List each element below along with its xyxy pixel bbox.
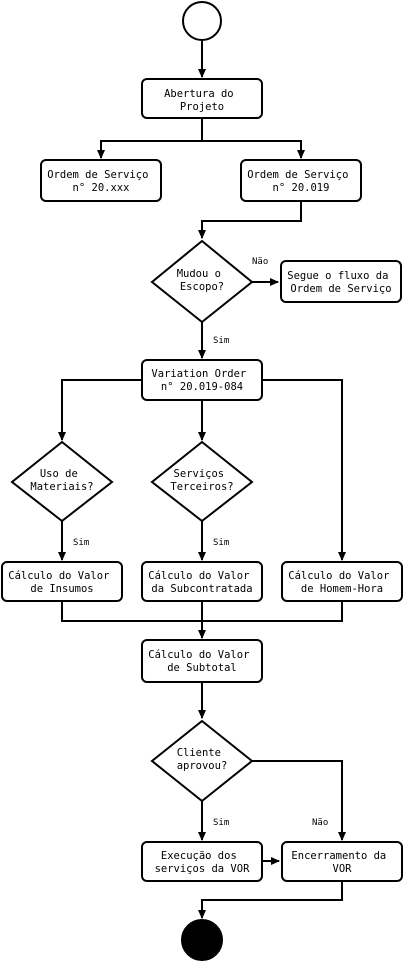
edge-homem-hora-to-subtotal <box>202 601 343 622</box>
label-aprovou-sim: Sim <box>213 818 229 828</box>
node-calc-subcontratada-line2: da Subcontratada <box>151 583 252 595</box>
node-calc-insumos-line1: Cálculo do Valor <box>8 570 109 582</box>
edge-abertura-to-os-019 <box>202 140 305 159</box>
node-variation-order-line1: Variation Order <box>151 368 246 380</box>
node-segue-fluxo-line1: Segue o fluxo da <box>287 270 388 282</box>
node-os-xxx: Ordem de Serviço n° 20.xxx <box>40 159 162 202</box>
label-materiais-sim: Sim <box>73 538 89 548</box>
edge-vo-to-homem-hora <box>262 379 346 561</box>
node-execucao: Execução dos serviços da VOR <box>141 841 263 882</box>
node-calc-homem-hora: Cálculo do Valor de Homem-Hora <box>281 561 403 602</box>
svg-text:Segue o fluxo da Ordem: Segue o fluxo da Ordem de Serviço <box>287 270 394 295</box>
node-os-019: Ordem de Serviço n° 20.019 <box>240 159 362 202</box>
edge-encerramento-to-end <box>198 882 343 919</box>
edge-os-019-to-mudou-escopo <box>198 201 302 239</box>
edge-labels: Não Sim Sim Sim Sim Não <box>70 254 333 828</box>
node-abertura-line1: Abertura do <box>164 88 234 100</box>
node-variation-order-line2: n° 20.019-084 <box>161 381 243 393</box>
svg-text:Cálculo do Valor de Su: Cálculo do Valor de Subtotal <box>148 649 255 674</box>
label-escopo-sim: Sim <box>213 336 229 346</box>
node-mudou-escopo-line2: Escopo? <box>180 281 224 293</box>
node-calc-subtotal-line1: Cálculo do Valor <box>148 649 249 661</box>
node-cliente-aprovou-line2: aprovou? <box>177 760 228 772</box>
node-servicos-terceiros: Serviços Terceiros? <box>150 440 254 523</box>
node-servicos-terceiros-line2: Terceiros? <box>170 481 233 493</box>
edge-aprovou-nao <box>252 760 346 841</box>
node-calc-insumos-line2: de Insumos <box>30 583 93 595</box>
label-escopo-nao: Não <box>252 257 268 267</box>
node-uso-materiais-line1: Uso de <box>40 468 78 480</box>
start-node <box>182 1 222 41</box>
edge-vo-to-uso-materiais <box>58 379 142 441</box>
svg-text:Abertura do Projeto: Abertura do Projeto <box>164 88 240 113</box>
node-execucao-line2: serviços da VOR <box>155 863 251 875</box>
node-calc-subcontratada-line1: Cálculo do Valor <box>148 570 249 582</box>
node-encerramento-line2: VOR <box>333 863 353 875</box>
node-segue-fluxo-line2: Ordem de Serviço <box>290 283 391 295</box>
node-uso-materiais: Uso de Materiais? <box>10 440 114 523</box>
nodes: Abertura do Projeto Ordem de Serviço n° … <box>1 1 403 961</box>
node-calc-subcontratada: Cálculo do Valor da Subcontratada <box>141 561 263 602</box>
node-os-xxx-line2: n° 20.xxx <box>73 182 130 194</box>
node-segue-fluxo: Segue o fluxo da Ordem de Serviço <box>280 260 402 303</box>
label-aprovou-nao: Não <box>312 818 328 828</box>
node-os-019-line2: n° 20.019 <box>273 182 330 194</box>
edges <box>58 41 346 919</box>
edge-insumos-to-subtotal <box>61 601 202 622</box>
svg-text:Cálculo do Valor da Su: Cálculo do Valor da Subcontratada <box>148 570 255 595</box>
svg-text:Uso de Materiais?: Uso de Materiais? <box>30 468 93 493</box>
node-servicos-terceiros-line1: Serviços <box>174 468 225 480</box>
node-calc-homem-hora-line2: de Homem-Hora <box>301 583 383 595</box>
node-uso-materiais-line2: Materiais? <box>30 481 93 493</box>
node-variation-order: Variation Order n° 20.019-084 <box>141 359 263 401</box>
node-os-019-line1: Ordem de Serviço <box>247 169 348 181</box>
edge-abertura-to-os-xxx <box>97 118 203 159</box>
svg-text:Cálculo do Valor de In: Cálculo do Valor de Insumos <box>8 570 115 595</box>
svg-text:Encerramento da VOR: Encerramento da VOR <box>291 850 392 875</box>
node-cliente-aprovou-line1: Cliente <box>177 747 221 759</box>
svg-text:Ordem de Serviço n° 20: Ordem de Serviço n° 20.019 <box>247 169 354 194</box>
svg-text:Serviços Terceiros?: Serviços Terceiros? <box>170 468 233 493</box>
node-encerramento-line1: Encerramento da <box>291 850 386 862</box>
node-calc-subtotal: Cálculo do Valor de Subtotal <box>141 639 263 683</box>
node-calc-insumos: Cálculo do Valor de Insumos <box>1 561 123 602</box>
node-mudou-escopo: Mudou o Escopo? <box>150 239 254 324</box>
node-os-xxx-line1: Ordem de Serviço <box>47 169 148 181</box>
node-abertura-line2: Projeto <box>180 101 224 113</box>
node-cliente-aprovou: Cliente aprovou? <box>150 719 254 803</box>
end-node <box>181 919 223 961</box>
svg-text:Cliente aprovou?: Cliente aprovou? <box>177 747 228 772</box>
node-execucao-line1: Execução dos <box>161 850 237 862</box>
node-abertura: Abertura do Projeto <box>141 78 263 119</box>
label-terceiros-sim: Sim <box>213 538 229 548</box>
node-encerramento: Encerramento da VOR <box>281 841 403 882</box>
node-mudou-escopo-line1: Mudou o <box>177 268 221 280</box>
svg-text:Ordem de Serviço n° 20: Ordem de Serviço n° 20.xxx <box>47 169 154 194</box>
svg-text:Cálculo do Valor de Ho: Cálculo do Valor de Homem-Hora <box>288 570 395 595</box>
node-calc-subtotal-line2: de Subtotal <box>167 662 237 674</box>
svg-text:Execução dos serviços: Execução dos serviços da VOR <box>155 850 251 875</box>
svg-text:Variation Order n° 20.: Variation Order n° 20.019-084 <box>151 368 252 393</box>
svg-text:Mudou o Escopo?: Mudou o Escopo? <box>177 268 228 293</box>
node-calc-homem-hora-line1: Cálculo do Valor <box>288 570 389 582</box>
